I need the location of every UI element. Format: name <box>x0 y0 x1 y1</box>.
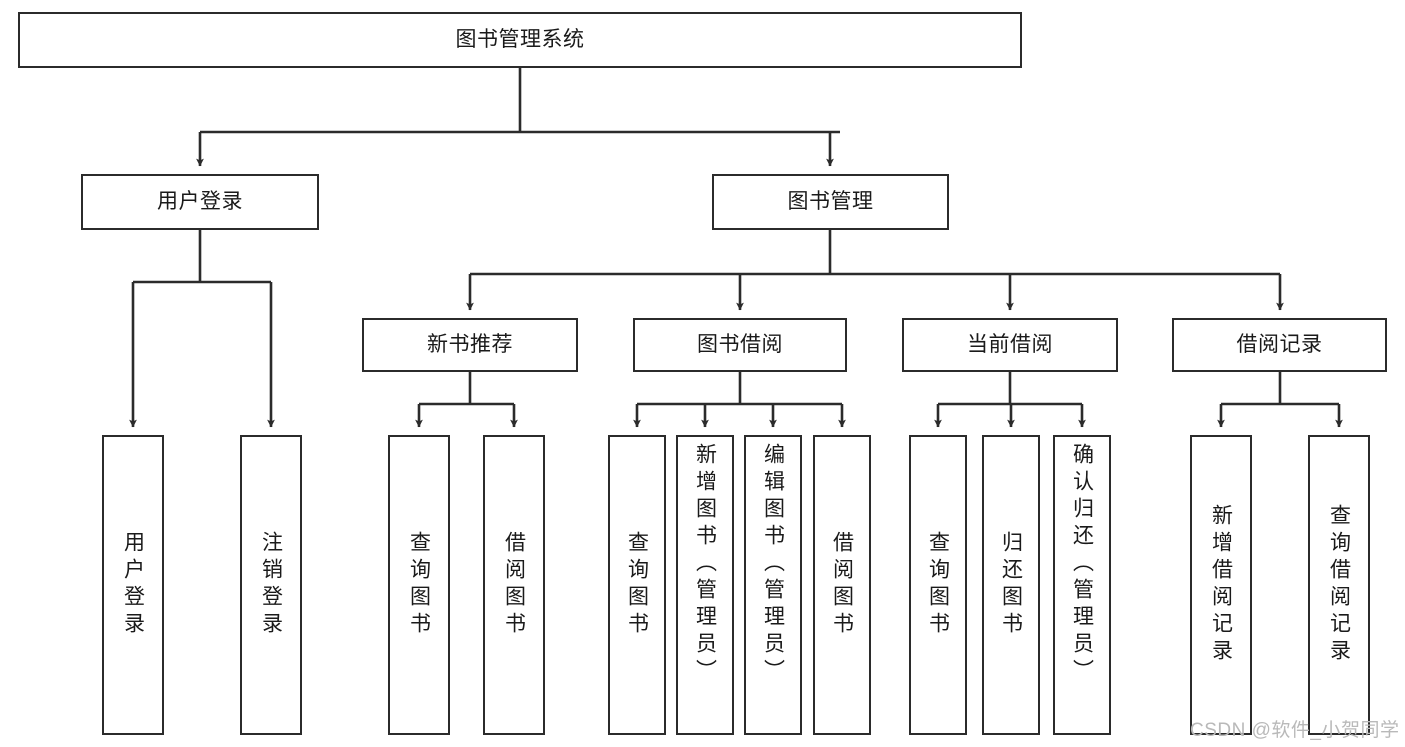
node-current-borrow[interactable]: 当前借阅 <box>902 318 1118 372</box>
node-leaf-add-borrow-record-label: 新增借阅记录 <box>1209 504 1233 666</box>
node-leaf-edit-book-admin[interactable]: 编辑图书（管理员） <box>744 435 802 735</box>
node-leaf-query-book-1[interactable]: 查询图书 <box>388 435 450 735</box>
node-book-borrow[interactable]: 图书借阅 <box>633 318 847 372</box>
node-leaf-user-logout-label: 注销登录 <box>259 531 283 639</box>
node-borrow-record[interactable]: 借阅记录 <box>1172 318 1387 372</box>
node-leaf-borrow-book-1-label: 借阅图书 <box>502 531 526 639</box>
node-leaf-query-borrow-record-label: 查询借阅记录 <box>1327 504 1351 666</box>
node-leaf-query-book-1-label: 查询图书 <box>407 531 431 639</box>
node-borrow-record-label: 借阅记录 <box>1236 332 1323 356</box>
node-leaf-query-book-3[interactable]: 查询图书 <box>909 435 967 735</box>
node-leaf-query-book-3-label: 查询图书 <box>926 531 950 639</box>
node-leaf-confirm-return-admin-label: 确认归还（管理员） <box>1070 443 1094 686</box>
node-leaf-add-book-admin-label: 新增图书（管理员） <box>693 443 717 686</box>
node-leaf-borrow-book-1[interactable]: 借阅图书 <box>483 435 545 735</box>
node-book-manage[interactable]: 图书管理 <box>712 174 949 230</box>
node-current-borrow-label: 当前借阅 <box>967 332 1053 356</box>
node-new-book-rec-label: 新书推荐 <box>427 332 513 356</box>
node-leaf-user-logout[interactable]: 注销登录 <box>240 435 302 735</box>
node-leaf-add-borrow-record[interactable]: 新增借阅记录 <box>1190 435 1252 735</box>
csdn-watermark: CSDN @软件_小贺同学 <box>1190 720 1400 741</box>
node-user-login[interactable]: 用户登录 <box>81 174 319 230</box>
node-new-book-rec[interactable]: 新书推荐 <box>362 318 578 372</box>
node-leaf-return-book[interactable]: 归还图书 <box>982 435 1040 735</box>
node-leaf-user-login[interactable]: 用户登录 <box>102 435 164 735</box>
node-leaf-confirm-return-admin[interactable]: 确认归还（管理员） <box>1053 435 1111 735</box>
node-leaf-user-login-label: 用户登录 <box>121 531 145 639</box>
node-leaf-query-book-2[interactable]: 查询图书 <box>608 435 666 735</box>
node-leaf-edit-book-admin-label: 编辑图书（管理员） <box>761 443 785 686</box>
node-leaf-borrow-book-2[interactable]: 借阅图书 <box>813 435 871 735</box>
node-leaf-query-borrow-record[interactable]: 查询借阅记录 <box>1308 435 1370 735</box>
node-root[interactable]: 图书管理系统 <box>18 12 1022 68</box>
node-book-manage-label: 图书管理 <box>787 189 874 213</box>
node-user-login-label: 用户登录 <box>157 189 243 213</box>
node-leaf-add-book-admin[interactable]: 新增图书（管理员） <box>676 435 734 735</box>
node-leaf-borrow-book-2-label: 借阅图书 <box>830 531 854 639</box>
node-root-label: 图书管理系统 <box>455 27 585 51</box>
node-leaf-query-book-2-label: 查询图书 <box>625 531 649 639</box>
node-leaf-return-book-label: 归还图书 <box>999 531 1023 639</box>
node-book-borrow-label: 图书借阅 <box>697 332 783 356</box>
